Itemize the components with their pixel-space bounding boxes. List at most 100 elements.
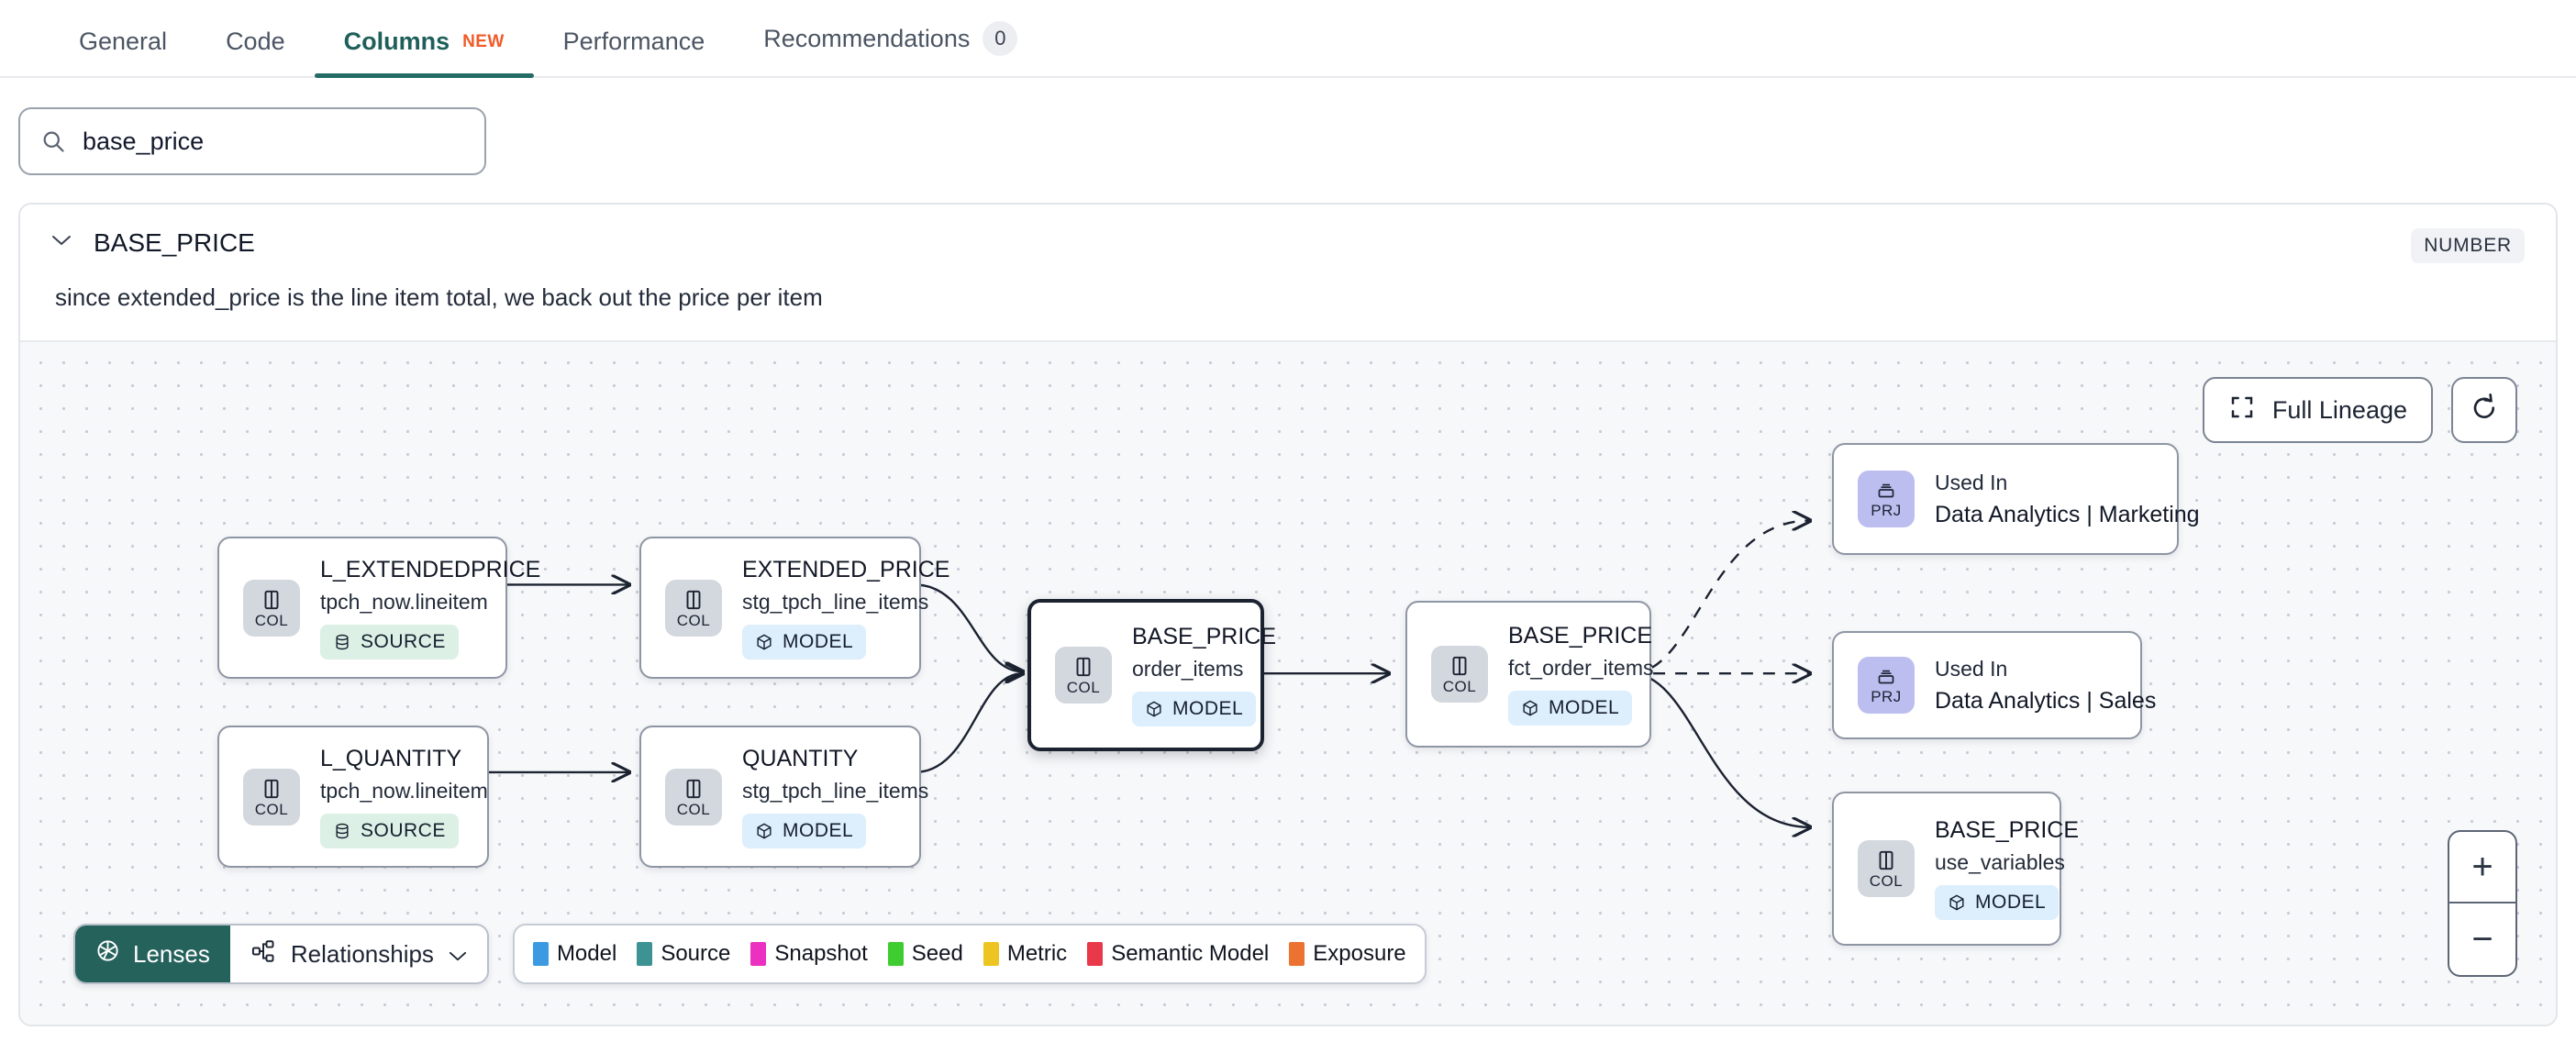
lineage-edges — [482, 342, 2556, 1025]
legend-swatch — [887, 942, 904, 966]
node-tag-model: MODEL — [1508, 691, 1633, 726]
prj-icon: PRJ — [1858, 657, 1915, 714]
node-tag-label: MODEL — [1549, 697, 1620, 718]
tab-bar: General Code Columns NEW Performance Rec… — [0, 0, 2576, 78]
lineage-node-base-price-use-variables[interactable]: COL BASE_PRICE use_variables MODEL — [1832, 792, 2079, 946]
node-subtitle: tpch_now.lineitem — [320, 778, 488, 803]
legend-label: Model — [556, 941, 617, 966]
node-subtitle: stg_tpch_line_items — [742, 589, 929, 614]
col-icon: COL — [243, 579, 300, 637]
col-icon-label: COL — [254, 611, 289, 629]
legend-swatch — [1289, 942, 1305, 966]
col-icon-label: COL — [676, 611, 711, 629]
node-body: L_EXTENDEDPRICE tpch_now.lineitem SOURCE — [320, 557, 540, 660]
node-subtitle: tpch_now.lineitem — [320, 589, 488, 614]
recommendations-count-badge: 0 — [983, 21, 1018, 56]
tab-columns[interactable]: Columns NEW — [314, 28, 534, 78]
col-icon-label: COL — [1869, 872, 1904, 890]
tab-general[interactable]: General — [50, 28, 196, 76]
node-title: L_EXTENDEDPRICE — [320, 556, 541, 582]
lineage-node-quantity[interactable]: COL QUANTITY stg_tpch_line_items MODEL — [639, 726, 928, 868]
node-tag-model: MODEL — [1935, 885, 2060, 920]
node-tag-label: MODEL — [1975, 892, 2047, 913]
node-tag-label: MODEL — [783, 819, 854, 841]
node-body: BASE_PRICE order_items MODEL — [1132, 624, 1276, 726]
node-body: BASE_PRICE fct_order_items MODEL — [1508, 623, 1654, 726]
legend-swatch — [1087, 942, 1104, 966]
lineage-node-base-price-order-items[interactable]: COL BASE_PRICE order_items MODEL — [1027, 599, 1276, 751]
search-input[interactable] — [83, 127, 464, 156]
col-icon: COL — [1055, 647, 1112, 704]
legend-swatch — [637, 942, 653, 966]
column-type-badge: NUMBER — [2411, 228, 2525, 263]
lenses-button[interactable]: Lenses — [75, 926, 230, 982]
node-body: QUANTITY stg_tpch_line_items MODEL — [742, 746, 928, 848]
legend-label: Metric — [1006, 941, 1068, 966]
lineage-node-project-marketing[interactable]: PRJ Used In Data Analytics | Marketing — [1832, 443, 2200, 555]
search-box[interactable] — [18, 107, 486, 175]
legend-item-metric[interactable]: Metric — [983, 941, 1067, 967]
refresh-button[interactable] — [2451, 377, 2517, 443]
node-subtitle: stg_tpch_line_items — [742, 778, 929, 803]
legend-item-seed[interactable]: Seed — [887, 941, 963, 967]
prj-icon: PRJ — [1858, 471, 1915, 527]
lineage-node-base-price-fct-order-items[interactable]: COL BASE_PRICE fct_order_items MODEL — [1405, 601, 1654, 748]
legend-label: Snapshot — [774, 941, 868, 966]
node-tag-model: MODEL — [742, 624, 867, 660]
node-title: Used In — [1935, 656, 2008, 681]
node-tag-label: SOURCE — [361, 630, 446, 652]
node-tag-model: MODEL — [742, 813, 867, 848]
lineage-node-extended-price[interactable]: COL EXTENDED_PRICE stg_tpch_line_items M… — [639, 537, 949, 679]
lens-aperture-icon — [95, 938, 120, 970]
legend-label: Seed — [911, 941, 963, 966]
tab-label: General — [79, 28, 168, 55]
lineage-node-project-sales[interactable]: PRJ Used In Data Analytics | Sales — [1832, 631, 2156, 739]
column-card: BASE_PRICE NUMBER since extended_price i… — [18, 203, 2558, 1026]
col-icon: COL — [1858, 840, 1915, 897]
chevron-down-icon[interactable] — [51, 234, 72, 251]
node-subtitle: Data Analytics | Marketing — [1935, 501, 2200, 527]
node-body: Used In Data Analytics | Marketing — [1935, 471, 2200, 528]
col-icon: COL — [1431, 646, 1488, 703]
node-tag-label: SOURCE — [361, 819, 446, 841]
tab-recommendations[interactable]: Recommendations 0 — [734, 21, 1047, 76]
tab-performance[interactable]: Performance — [534, 28, 735, 76]
full-lineage-label: Full Lineage — [2271, 395, 2407, 424]
lenses-group: Lenses Relationships — [73, 924, 489, 984]
refresh-icon — [2470, 393, 2499, 427]
tab-label: Recommendations — [763, 24, 971, 52]
node-body: Used In Data Analytics | Sales — [1935, 657, 2156, 715]
node-title: QUANTITY — [742, 745, 859, 771]
node-title: BASE_PRICE — [1935, 817, 2080, 843]
node-tag-source: SOURCE — [320, 624, 459, 660]
node-subtitle: Data Analytics | Sales — [1935, 687, 2157, 714]
legend-label: Exposure — [1313, 941, 1406, 966]
col-icon: COL — [665, 768, 722, 826]
lineage-canvas[interactable]: COL L_EXTENDEDPRICE tpch_now.lineitem SO… — [20, 340, 2556, 1025]
tab-code[interactable]: Code — [196, 28, 315, 76]
legend-item-source[interactable]: Source — [637, 941, 730, 967]
new-badge: NEW — [462, 31, 505, 51]
column-description: since extended_price is the line item to… — [55, 283, 823, 311]
zoom-in-button[interactable]: + — [2449, 832, 2515, 903]
legend-item-snapshot[interactable]: Snapshot — [750, 941, 868, 967]
lineage-node-l-extendedprice[interactable]: COL L_EXTENDEDPRICE tpch_now.lineitem SO… — [217, 537, 540, 679]
zoom-out-button[interactable]: − — [2471, 918, 2493, 959]
col-icon-label: COL — [1066, 679, 1101, 696]
node-body: L_QUANTITY tpch_now.lineitem SOURCE — [320, 746, 488, 848]
lineage-node-l-quantity[interactable]: COL L_QUANTITY tpch_now.lineitem SOURCE — [217, 726, 489, 868]
col-icon-label: COL — [676, 800, 711, 818]
col-icon-label: COL — [254, 800, 289, 818]
node-tag-label: MODEL — [783, 630, 854, 652]
node-tag-label: MODEL — [1172, 698, 1244, 719]
expand-icon — [2228, 393, 2256, 427]
tab-label: Columns — [343, 28, 450, 55]
relationships-button[interactable]: Relationships — [229, 926, 487, 982]
legend-item-model[interactable]: Model — [532, 941, 617, 967]
node-tag-model: MODEL — [1132, 692, 1257, 726]
col-icon: COL — [665, 579, 722, 637]
full-lineage-button[interactable]: Full Lineage — [2202, 377, 2433, 443]
legend-item-semantic-model[interactable]: Semantic Model — [1087, 941, 1269, 967]
legend-item-exposure[interactable]: Exposure — [1289, 941, 1406, 967]
legend-swatch — [532, 942, 549, 966]
